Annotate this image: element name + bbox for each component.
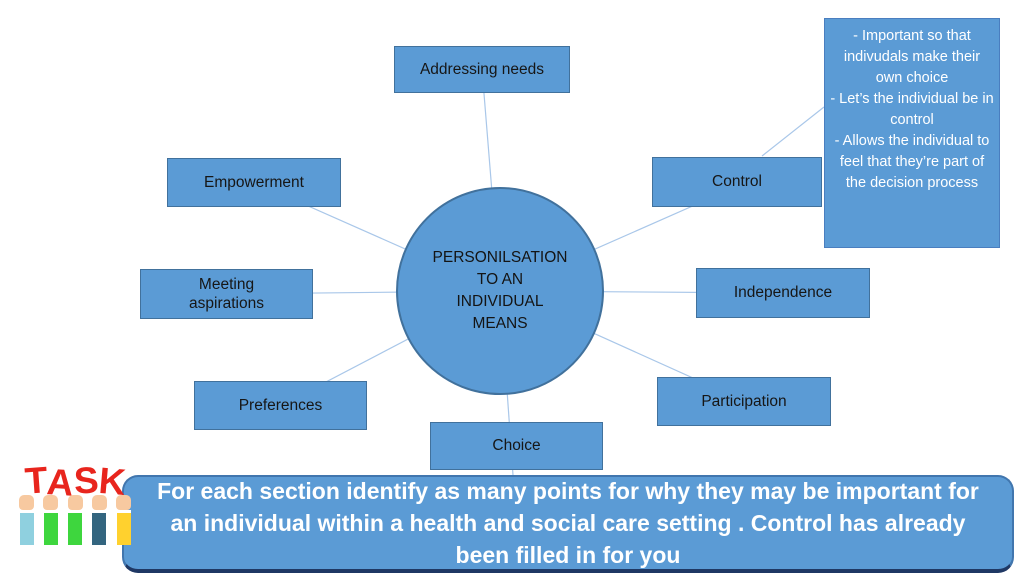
- center-circle-line: TO AN: [476, 271, 524, 288]
- raised-hands-icon: [18, 495, 132, 545]
- hand-icon: [18, 495, 35, 545]
- task-instruction-text: For each section identify as many points…: [157, 477, 979, 569]
- node-label: Preferences: [238, 396, 323, 414]
- node-participation: Participation: [657, 377, 831, 426]
- task-instruction-banner: For each section identify as many points…: [122, 475, 1014, 573]
- hand-icon: [115, 495, 132, 545]
- node-addressing-needs: Addressing needs: [394, 46, 570, 93]
- note-bullet: - Let’s the individual be in control: [830, 91, 994, 129]
- center-circle-line: PERSONILSATION: [432, 249, 568, 266]
- node-label: Addressing needs: [419, 60, 545, 78]
- hand-icon: [42, 495, 59, 545]
- node-choice: Choice: [430, 422, 603, 470]
- note-bullet: - Allows the individual to feel that the…: [834, 133, 990, 192]
- node-label: Empowerment: [204, 173, 304, 191]
- center-circle-personalisation: PERSONILSATION TO AN INDIVIDUAL MEANS: [396, 187, 604, 395]
- node-label: Participation: [701, 392, 787, 410]
- task-letter: S: [72, 459, 100, 502]
- task-letter: T: [23, 459, 49, 502]
- node-empowerment: Empowerment: [167, 158, 341, 207]
- hand-icon: [67, 495, 84, 545]
- node-label: Control: [712, 173, 762, 191]
- center-circle-line: MEANS: [472, 315, 528, 332]
- task-hands-icon: TASK: [16, 459, 134, 548]
- node-label: Independence: [733, 284, 833, 302]
- note-bullet: - Important so that indivudals make thei…: [843, 28, 981, 87]
- node-independence: Independence: [696, 268, 870, 318]
- center-circle-line: INDIVIDUAL: [456, 293, 544, 310]
- control-notes-box: - Important so that indivudals make thei…: [824, 18, 1000, 248]
- node-preferences: Preferences: [194, 381, 367, 430]
- task-word: TASK: [16, 459, 134, 504]
- node-label: Choice: [492, 437, 541, 455]
- node-label: Meeting aspirations: [189, 275, 264, 312]
- node-meeting-aspirations: Meeting aspirations: [140, 269, 313, 319]
- connector-line-control-to-note: [761, 106, 825, 157]
- node-control: Control: [652, 157, 822, 207]
- hand-icon: [91, 495, 108, 545]
